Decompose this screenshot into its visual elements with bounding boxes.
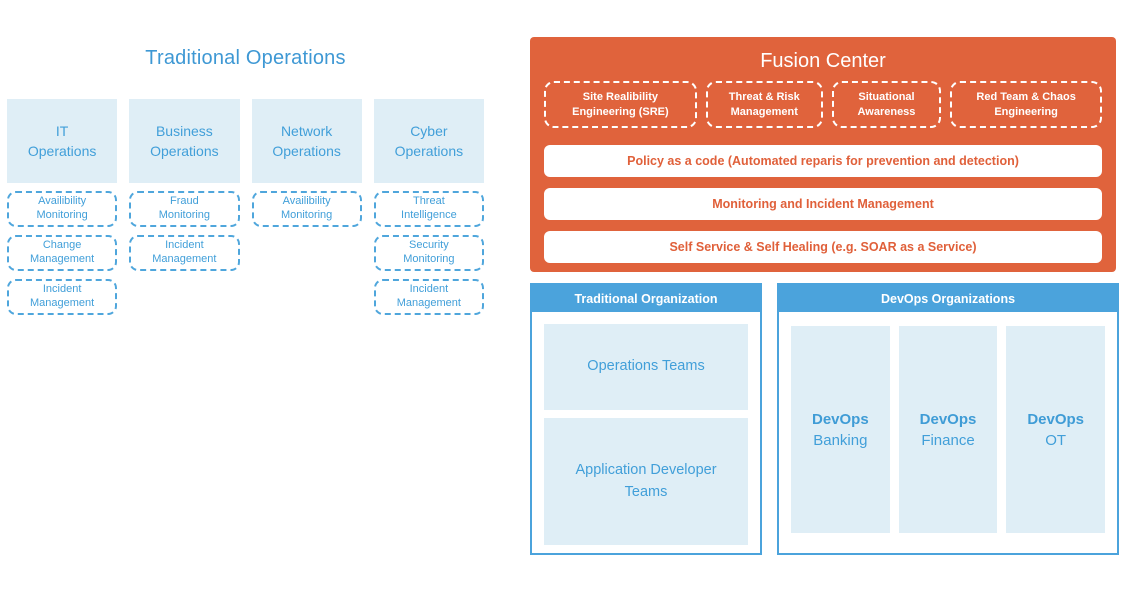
devops-finance-name: DevOps bbox=[919, 410, 977, 428]
traditional-organization-section: Traditional Organization Operations Team… bbox=[530, 283, 762, 555]
network-operations-box: Network Operations bbox=[251, 99, 362, 183]
cyber-incident-management-box: Incident Management bbox=[373, 279, 484, 315]
it-availability-monitoring-box: Availibility Monitoring bbox=[7, 191, 118, 227]
fusion-capabilities-row: Site Realibility Engineering (SRE) Threa… bbox=[544, 81, 1102, 128]
traditional-operations-columns: IT Operations Availibility Monitoring Ch… bbox=[7, 99, 484, 323]
business-operations-box: Business Operations bbox=[129, 99, 240, 183]
devops-banking-name: DevOps bbox=[811, 410, 869, 428]
business-incident-management-box: Incident Management bbox=[129, 235, 240, 271]
network-availability-monitoring-box: Availibility Monitoring bbox=[251, 191, 362, 227]
column-cyber-operations: Cyber Operations Threat Intelligence Sec… bbox=[373, 99, 484, 323]
devops-organizations-section: DevOps Organizations DevOps Banking DevO… bbox=[777, 283, 1119, 555]
column-network-operations: Network Operations Availibility Monitori… bbox=[251, 99, 362, 323]
business-fraud-monitoring-box: Fraud Monitoring bbox=[129, 191, 240, 227]
cyber-operations-box: Cyber Operations bbox=[373, 99, 484, 183]
devops-ot-name: DevOps bbox=[1027, 410, 1085, 428]
devops-finance-box: DevOps Finance bbox=[898, 326, 998, 533]
devops-organizations-body: DevOps Banking DevOps Finance DevOps OT bbox=[779, 312, 1117, 553]
devops-finance-domain: Finance bbox=[921, 431, 975, 449]
traditional-organization-body: Operations Teams Application Developer T… bbox=[532, 312, 760, 557]
it-operations-box: IT Operations bbox=[7, 99, 118, 183]
threat-risk-management-box: Threat & Risk Management bbox=[705, 81, 823, 128]
traditional-operations-title: Traditional Operations bbox=[145, 47, 346, 69]
column-business-operations: Business Operations Fraud Monitoring Inc… bbox=[129, 99, 240, 323]
policy-as-code-bar: Policy as a code (Automated reparis for … bbox=[544, 145, 1102, 177]
situational-awareness-box: Situational Awareness bbox=[831, 81, 942, 128]
it-change-management-box: Change Management bbox=[7, 235, 118, 271]
devops-banking-domain: Banking bbox=[813, 431, 868, 449]
application-developer-teams-box: Application Developer Teams bbox=[544, 418, 748, 545]
fusion-center-section: Fusion Center Site Realibility Engineeri… bbox=[530, 37, 1116, 272]
monitoring-incident-management-bar: Monitoring and Incident Management bbox=[544, 188, 1102, 220]
red-team-chaos-engineering-box: Red Team & Chaos Engineering bbox=[950, 81, 1102, 128]
sre-capability-box: Site Realibility Engineering (SRE) bbox=[544, 81, 697, 128]
devops-ot-box: DevOps OT bbox=[1006, 326, 1106, 533]
cyber-threat-intelligence-box: Threat Intelligence bbox=[373, 191, 484, 227]
self-service-self-healing-bar: Self Service & Self Healing (e.g. SOAR a… bbox=[544, 231, 1102, 263]
devops-organizations-header: DevOps Organizations bbox=[779, 285, 1117, 312]
column-it-operations: IT Operations Availibility Monitoring Ch… bbox=[7, 99, 118, 323]
it-incident-management-box: Incident Management bbox=[7, 279, 118, 315]
cyber-security-monitoring-box: Security Monitoring bbox=[373, 235, 484, 271]
devops-ot-domain: OT bbox=[1045, 431, 1067, 449]
traditional-organization-header: Traditional Organization bbox=[532, 285, 760, 312]
operations-teams-box: Operations Teams bbox=[544, 324, 748, 410]
fusion-center-title: Fusion Center bbox=[760, 50, 886, 72]
devops-banking-box: DevOps Banking bbox=[791, 326, 890, 533]
